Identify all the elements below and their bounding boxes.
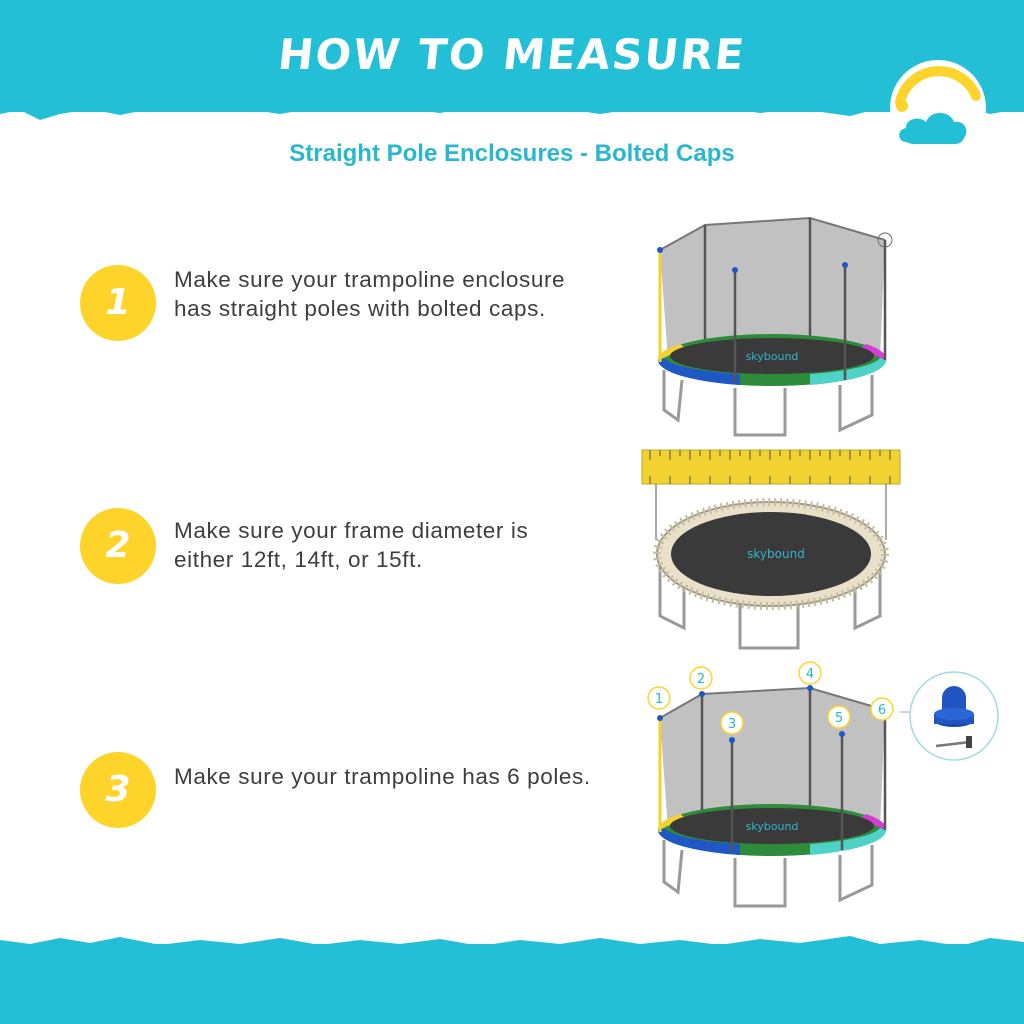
step-3-badge: 3 xyxy=(80,752,156,828)
pole-label-3: 3 xyxy=(728,717,736,732)
pole-label-1: 1 xyxy=(655,692,663,707)
step-2: 2 Make sure your frame diameter is eithe… xyxy=(80,508,600,598)
brand-mark: skybound xyxy=(746,820,799,833)
step-1-text: Make sure your trampoline enclosure has … xyxy=(174,267,566,321)
footer-banner xyxy=(0,936,1024,1024)
torn-edge-top xyxy=(0,100,1024,120)
pole-label-6: 6 xyxy=(878,703,886,718)
frame-diameter-image: skybound xyxy=(641,449,901,650)
step-2-text: Make sure your frame diameter is either … xyxy=(174,518,529,572)
brand-logo-icon xyxy=(890,60,986,156)
step-2-badge: 2 xyxy=(80,508,156,584)
torn-edge-bottom xyxy=(0,936,1024,954)
bolted-cap-icon xyxy=(900,671,999,761)
page-title: HOW TO MEASURE xyxy=(275,30,749,79)
pole-label-4: 4 xyxy=(806,667,814,682)
section-subtitle: Straight Pole Enclosures - Bolted Caps xyxy=(289,140,735,167)
header-banner: HOW TO MEASURE xyxy=(0,0,1024,120)
step-3: 3 Make sure your trampoline has 6 poles. xyxy=(80,752,600,842)
trampoline-enclosure-image: skybound xyxy=(657,216,893,437)
brand-mark: skybound xyxy=(746,350,799,363)
pole-label-5: 5 xyxy=(835,711,843,726)
step-1: 1 Make sure your trampoline enclosure ha… xyxy=(80,265,600,355)
six-poles-image: skybound 1 2 3 4 5 6 xyxy=(647,661,894,908)
step-1-badge: 1 xyxy=(80,265,156,341)
brand-mark: skybound xyxy=(747,547,805,561)
ruler xyxy=(641,449,901,485)
step-3-text: Make sure your trampoline has 6 poles. xyxy=(174,764,591,789)
pole-label-2: 2 xyxy=(697,672,705,687)
